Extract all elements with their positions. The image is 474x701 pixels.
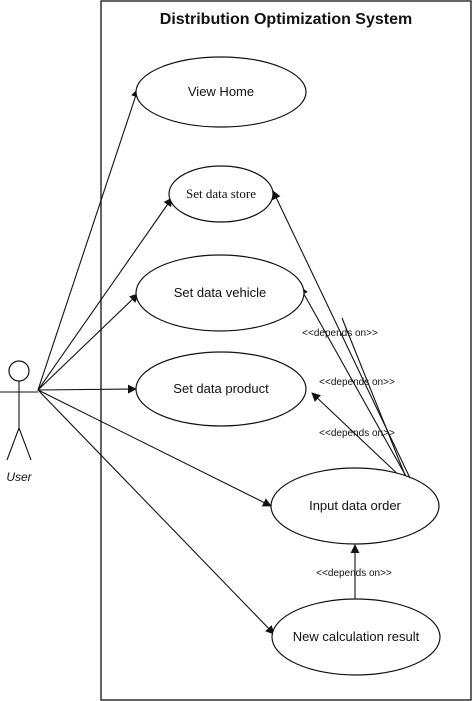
- association-set-data-product: [37, 384, 137, 394]
- dependency-label-product-a: <<depends on>>: [319, 377, 395, 388]
- association-view-home: [37, 88, 140, 391]
- dependency-label-vehicle: <<depends on>>: [302, 328, 378, 339]
- use-case-set-data-vehicle: Set data vehicle: [135, 254, 305, 332]
- use-case-ellipse: [271, 598, 441, 676]
- use-case-new-calculation-result: New calculation result: [271, 598, 441, 676]
- association-input-data-order: [37, 389, 272, 507]
- dependency-order-to-product: [311, 392, 406, 482]
- system-boundary: [100, 0, 472, 701]
- use-case-label: Set data product: [173, 381, 269, 396]
- use-case-label: Set data vehicle: [174, 285, 267, 300]
- associations: [37, 88, 275, 635]
- actor-left-leg: [6, 427, 20, 461]
- use-case-label: Set data store: [186, 186, 256, 201]
- use-case-view-home: View Home: [135, 56, 307, 128]
- actor-label: User: [6, 470, 32, 484]
- use-case-label: Input data order: [309, 498, 401, 513]
- use-case-label: New calculation result: [293, 629, 420, 644]
- actor-user: User: [0, 360, 38, 484]
- association-set-data-store: [37, 197, 173, 391]
- actor-right-leg: [18, 427, 32, 461]
- actor-head: [8, 360, 30, 382]
- dependencies: [272, 190, 411, 599]
- use-case-ellipse: [168, 165, 274, 223]
- association-set-data-vehicle: [37, 293, 139, 391]
- use-case-set-data-product: Set data product: [135, 351, 307, 427]
- dependency-label-product-b: <<depends on>>: [319, 428, 395, 439]
- association-new-calculation-result: [37, 389, 275, 635]
- use-case-ellipse: [135, 56, 307, 128]
- use-case-ellipse: [135, 351, 307, 427]
- use-case-ellipse: [135, 254, 305, 332]
- use-case-input-data-order: Input data order: [270, 467, 440, 545]
- dependency-order-to-vehicle-a: [299, 286, 408, 479]
- dependency-order-to-vehicle-b: [341, 317, 408, 481]
- use-case-ellipse: [270, 467, 440, 545]
- use-case-set-data-store: Set data store: [168, 165, 274, 223]
- use-case-label: View Home: [188, 84, 254, 99]
- dependency-label-result: <<depends on>>: [316, 568, 392, 579]
- system-title: Distribution Optimization System: [160, 11, 412, 28]
